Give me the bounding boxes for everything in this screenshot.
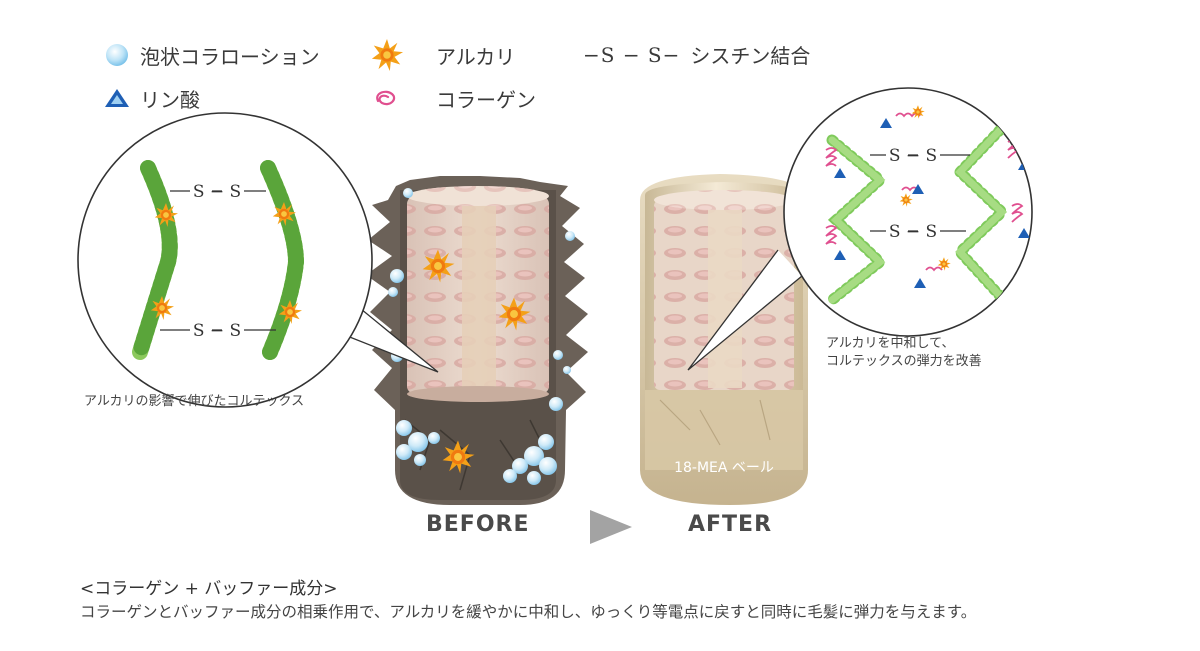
legend-phosphoric-label: リン酸 bbox=[140, 87, 200, 112]
legend-alkali-label: アルカリ bbox=[436, 44, 516, 69]
legend-collagen: コラーゲン bbox=[370, 83, 536, 113]
cystine-symbol: −S − S− bbox=[583, 42, 681, 67]
right-bond-label-bottom: S − S bbox=[889, 222, 937, 242]
left-bond-label-bottom: S − S bbox=[193, 321, 241, 341]
legend-collagen-label: コラーゲン bbox=[436, 87, 536, 112]
right-zoom-circle bbox=[783, 87, 1033, 337]
footer-text: コラーゲンとバッファー成分の相乗作用で、アルカリを緩やかに中和し、ゆっくり等電点… bbox=[80, 603, 977, 621]
legend-cystine: −S − S− シスチン結合 bbox=[583, 40, 810, 69]
legend-foam-label: 泡状コラローション bbox=[140, 44, 320, 69]
left-zoom-circle bbox=[77, 112, 373, 408]
left-caption: アルカリの影響で伸びたコルテックス bbox=[84, 394, 305, 409]
right-caption-line2: コルテックスの弾力を改善 bbox=[826, 354, 982, 369]
veil-label: 18-MEA ベール bbox=[674, 460, 774, 476]
arrow-right-icon bbox=[590, 510, 632, 544]
collagen-spiral-icon bbox=[370, 83, 404, 113]
legend-phosphoric: リン酸 bbox=[100, 83, 200, 113]
after-label: AFTER bbox=[688, 512, 773, 537]
foam-bubble-icon bbox=[100, 40, 134, 70]
alkali-burst-icon bbox=[370, 38, 404, 72]
legend-alkali: アルカリ bbox=[370, 38, 516, 72]
foam-bubbles bbox=[388, 188, 575, 485]
phosphoric-triangle-icon bbox=[100, 83, 134, 113]
legend-foam: 泡状コラローション bbox=[100, 40, 320, 70]
right-bond-label-top: S − S bbox=[889, 146, 937, 166]
legend-cystine-label: シスチン結合 bbox=[690, 44, 811, 68]
footer-title: <コラーゲン + バッファー成分> bbox=[80, 579, 338, 599]
left-bond-label-top: S − S bbox=[193, 182, 241, 202]
before-label: BEFORE bbox=[426, 512, 530, 537]
right-caption-line1: アルカリを中和して、 bbox=[826, 336, 955, 351]
